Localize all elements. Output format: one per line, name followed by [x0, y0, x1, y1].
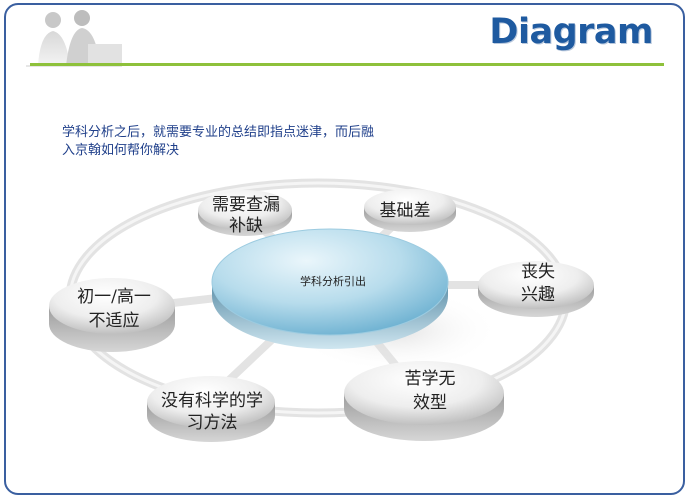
intro-line-1: 学科分析之后，就需要专业的总结即指点迷津，而后融 — [62, 125, 375, 140]
node-lost-interest-line-1: 丧失 — [521, 262, 555, 282]
node-lost-interest-line-2: 兴趣 — [521, 285, 555, 305]
node-need-fill: 需要查漏 补缺 — [198, 190, 292, 236]
node-weak-basis-line-1: 基础差 — [380, 201, 431, 221]
center-node: 学科分析引出 — [211, 228, 500, 372]
node-hard-no-effect-line-1: 苦学无 — [405, 369, 456, 389]
business-people-logo-icon — [26, 10, 122, 67]
node-need-fill-line-2: 补缺 — [229, 216, 263, 236]
node-not-adapted-line-1: 初一/高一 — [77, 287, 151, 307]
node-not-adapted: 初一/高一 不适应 — [49, 278, 175, 352]
node-no-method-line-2: 习方法 — [187, 413, 238, 433]
page-title: Diagram — [489, 12, 653, 52]
node-not-adapted-line-2: 不适应 — [89, 311, 140, 331]
header-divider — [30, 63, 664, 66]
intro-text: 学科分析之后，就需要专业的总结即指点迷津，而后融 入京翰如何帮你解决 — [62, 124, 462, 160]
intro-line-2: 入京翰如何帮你解决 — [62, 143, 180, 158]
center-node-label: 学科分析引出 — [300, 274, 366, 288]
node-hard-no-effect-line-2: 效型 — [413, 393, 447, 413]
node-hard-no-effect: 苦学无 效型 — [344, 361, 504, 441]
node-no-method-line-1: 没有科学的学 — [161, 391, 263, 411]
node-lost-interest: 丧失 兴趣 — [478, 261, 594, 317]
node-weak-basis: 基础差 — [364, 189, 456, 232]
node-need-fill-line-1: 需要查漏 — [212, 195, 280, 215]
node-no-method: 没有科学的学 习方法 — [147, 376, 275, 442]
